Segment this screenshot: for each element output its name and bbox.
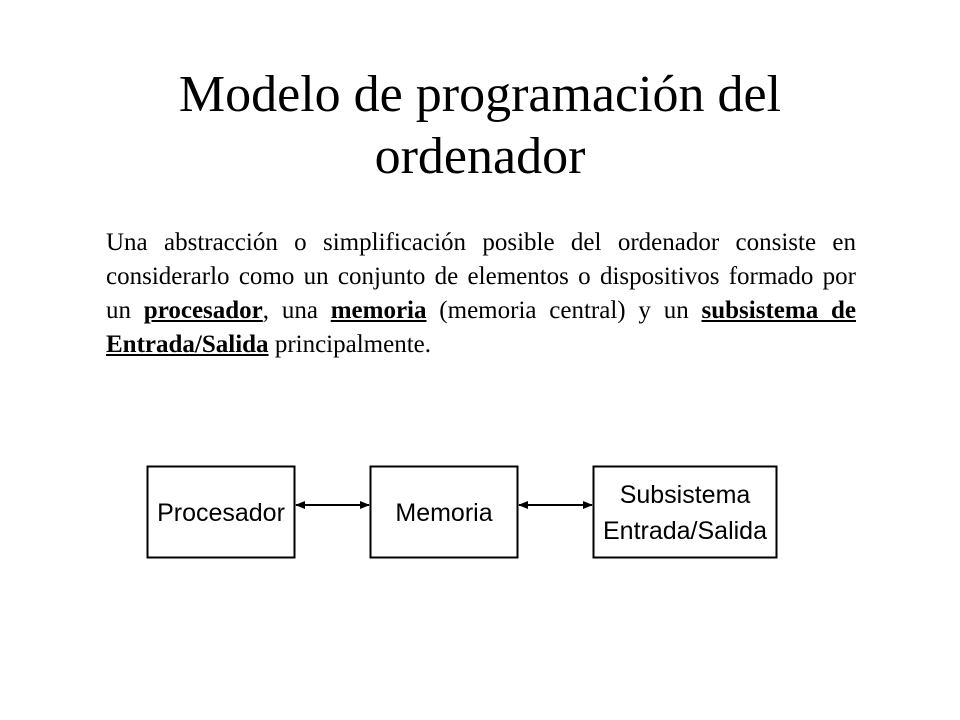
processor-node: Procesador [146,465,296,559]
keyword-memoria: memoria [330,297,427,324]
memory-node: Memoria [369,465,519,559]
paragraph-text-4: principalmente. [268,331,432,358]
keyword-subsistema-es: subsistema de Entrada/Salida [106,297,856,358]
slide-title-line-2: ordenador [374,128,586,185]
io-subsystem-node: Subsistema Entrada/Salida [592,465,778,559]
paragraph-text-3: (memoria central) y un [426,297,702,324]
processor-label: Procesador [157,499,285,527]
io-subsystem-label-line-1: Subsistema [620,481,751,509]
memory-box [369,465,519,559]
keyword-procesador: procesador [143,297,263,324]
io-subsystem-box [592,465,778,559]
io-subsystem-label-line-2: Entrada/Salida [603,517,767,545]
paragraph-text-2: , una [262,297,331,324]
processor-box [146,465,296,559]
paragraph-text-1: Una abstracción o simplificación posible… [106,229,856,324]
memory-label: Memoria [395,499,492,527]
slide-title-line-1: Modelo de programación del [178,66,782,123]
description-paragraph: Una abstracción o simplificación posible… [106,226,856,362]
slide-title: Modelo de programación del ordenador [40,64,920,188]
